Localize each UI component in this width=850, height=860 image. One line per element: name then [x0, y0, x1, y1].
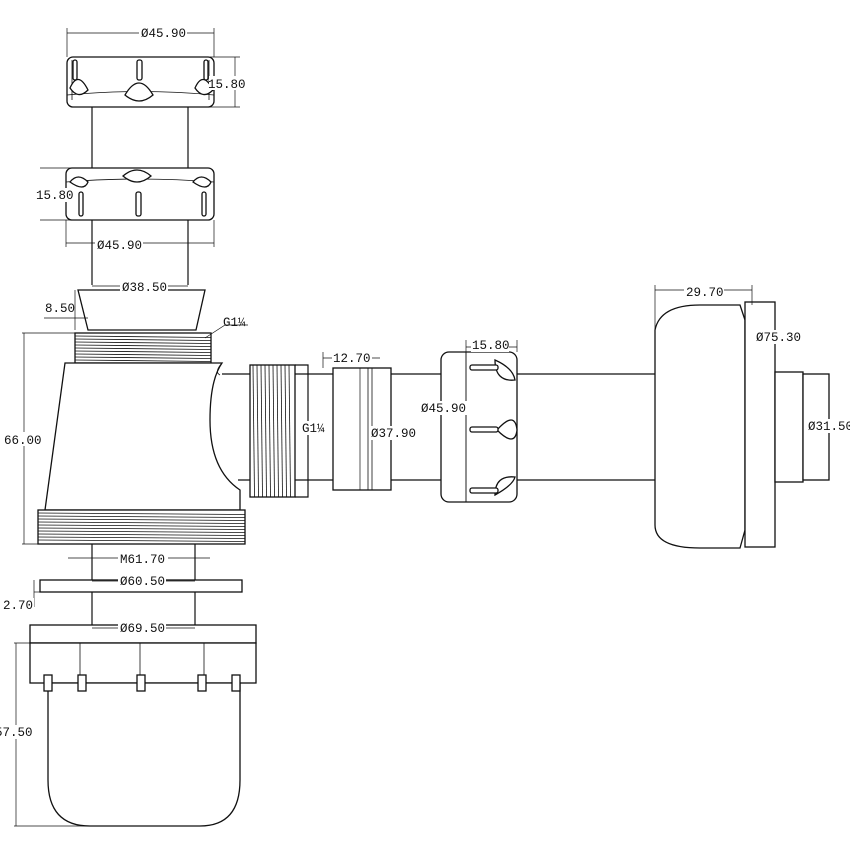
thread-line	[256, 364, 259, 498]
thread-line	[74, 344, 212, 347]
thread-line	[74, 347, 212, 350]
thread-line	[37, 530, 246, 533]
thread-line	[74, 341, 212, 344]
thread-line	[272, 364, 275, 498]
thread-line	[284, 364, 287, 498]
label-top-nut-height: 15.80	[208, 78, 246, 92]
outlet-thread	[249, 364, 309, 498]
label-outlet-nut-length: 15.80	[472, 339, 510, 353]
label-washer-diameter: Ø60.50	[120, 575, 165, 589]
thread-line	[252, 364, 255, 498]
dimension-labels: Ø45.90 15.80 15.80 Ø45.90 Ø38.50 8.50 G1…	[0, 25, 850, 740]
label-top-nut-diameter: Ø45.90	[141, 27, 186, 41]
label-wall-pipe-diameter: Ø31.50	[808, 420, 850, 434]
label-tube-diameter: Ø38.50	[122, 281, 167, 295]
thread-line	[280, 364, 283, 498]
top-nut	[66, 56, 215, 108]
thread-line	[37, 536, 246, 539]
label-outlet-nut-diameter: Ø45.90	[421, 402, 466, 416]
outlet-nut	[440, 351, 518, 503]
label-cup-height: 57.50	[0, 726, 33, 740]
thread-line	[37, 527, 246, 530]
thread-line	[37, 524, 246, 527]
thread-line	[74, 350, 212, 353]
thread-line	[74, 335, 212, 338]
thread-line	[37, 515, 246, 518]
thread-line	[288, 364, 291, 498]
inlet-cone	[77, 289, 206, 331]
label-washer-thickness: 2.70	[3, 599, 33, 613]
thread-line	[74, 338, 212, 341]
thread-line	[74, 359, 212, 362]
label-bottom-thread: M61.70	[120, 553, 165, 567]
thread-line	[276, 364, 279, 498]
thread-line	[74, 353, 212, 356]
bottom-cup	[29, 624, 257, 827]
label-body-height: 66.00	[4, 434, 42, 448]
body-top-thread	[74, 332, 212, 364]
label-body-thread: G1¼	[223, 316, 246, 330]
label-cup-flange-diameter: Ø69.50	[120, 622, 165, 636]
label-sleeve-diameter: Ø37.90	[371, 427, 416, 441]
tail-pipe-upper	[91, 107, 189, 168]
label-sleeve-length: 12.70	[333, 352, 371, 366]
thread-line	[37, 518, 246, 521]
thread-line	[37, 533, 246, 536]
label-second-nut-diameter: Ø45.90	[97, 239, 142, 253]
thread-line	[268, 364, 271, 498]
thread-line	[37, 539, 246, 542]
label-rosette-depth: 29.70	[686, 286, 724, 300]
label-outlet-thread: G1¼	[302, 422, 325, 436]
thread-line	[37, 521, 246, 524]
body-bottom-thread	[37, 509, 246, 545]
thread-line	[74, 356, 212, 359]
thread-line	[260, 364, 263, 498]
label-rosette-diameter: Ø75.30	[756, 331, 801, 345]
thread-line	[264, 364, 267, 498]
trap-body	[44, 362, 241, 511]
label-second-nut-height: 15.80	[36, 189, 74, 203]
label-cone-height: 8.50	[45, 302, 75, 316]
second-nut	[65, 167, 215, 221]
tail-pipe-lower	[91, 220, 189, 285]
thread-line	[37, 512, 246, 515]
